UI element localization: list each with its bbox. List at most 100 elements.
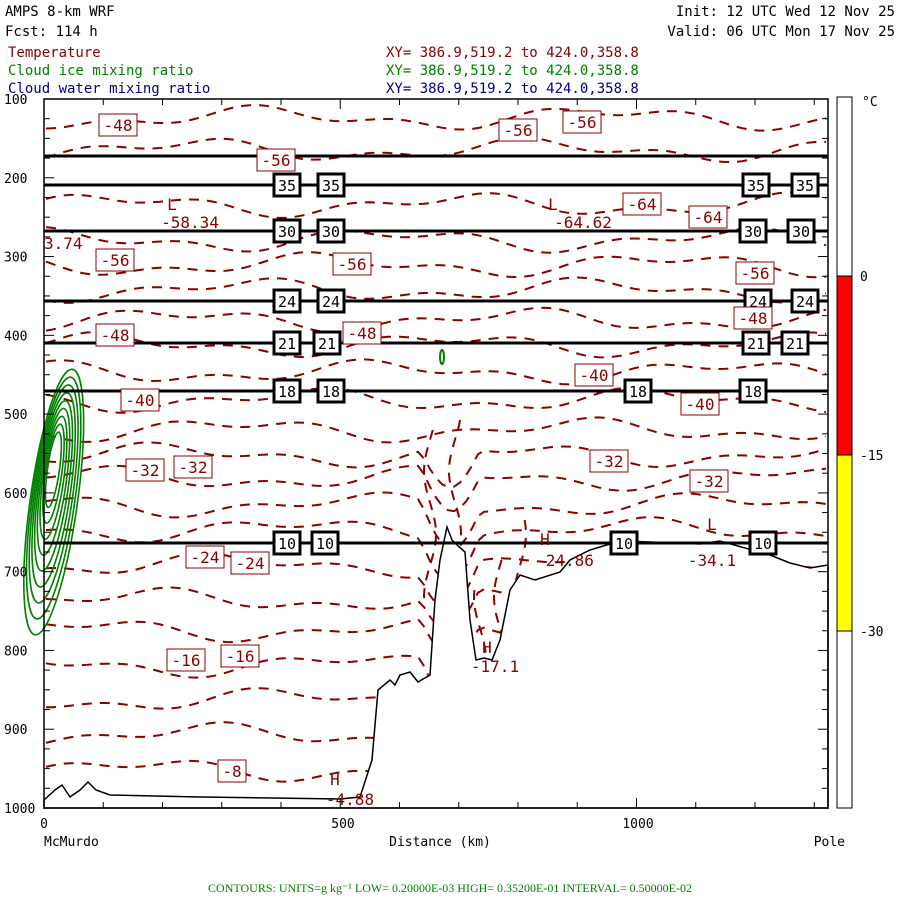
temperature-contour <box>45 416 827 444</box>
black-line-label: 18 <box>629 383 647 401</box>
temperature-label-box <box>125 458 165 482</box>
extremum-value: -58.34 <box>161 213 219 232</box>
black-line-label: 18 <box>278 383 296 401</box>
temperature-contour <box>45 756 827 807</box>
black-line-label: 30 <box>322 223 340 241</box>
x-axis-label: Distance (km) <box>389 835 491 850</box>
black-line-label-box <box>741 172 771 198</box>
black-line-label: 10 <box>278 535 296 553</box>
forecast-hour: Fcst: 114 h <box>5 24 98 40</box>
temperature-label-box <box>95 248 135 272</box>
black-line-label-box <box>272 530 302 556</box>
black-line-label-box <box>790 172 820 198</box>
temperature-label: -32 <box>595 452 624 471</box>
temperature-label: -32 <box>695 472 724 491</box>
temperature-label: -16 <box>172 651 201 670</box>
temperature-label: -40 <box>686 395 715 414</box>
extremum-type: L <box>707 515 717 534</box>
temperature-label-box <box>166 648 206 672</box>
temperature-contour <box>422 429 438 601</box>
temperature-contour <box>45 386 827 414</box>
model-title: AMPS 8-km WRF <box>5 4 115 20</box>
init-time: Init: 12 UTC Wed 12 Nov 25 <box>676 4 895 20</box>
temperature-contour <box>45 306 827 334</box>
extremum-type: H <box>482 638 492 657</box>
legend-cloud-ice: Cloud ice mixing ratio <box>8 63 193 79</box>
temperature-contour <box>45 464 827 513</box>
cloud-ice-contour <box>23 368 85 636</box>
temperature-contour <box>45 331 827 359</box>
extremum-value: -34.1 <box>688 551 736 570</box>
extremum-value: -4.88 <box>326 790 374 809</box>
temperature-label-box <box>680 392 720 416</box>
temperature-label: -64 <box>628 195 657 214</box>
temperature-label-box <box>562 110 602 134</box>
temperature-label-box <box>622 192 662 216</box>
temperature-label-box <box>185 545 225 569</box>
extremum-type: L <box>167 195 177 214</box>
temperature-label-box <box>342 321 382 345</box>
temperature-contour <box>45 516 827 583</box>
black-line-label-box <box>272 218 302 244</box>
temperature-label-box <box>498 118 538 142</box>
temperature-label-box <box>688 205 728 229</box>
x-tick-500: 500 <box>331 817 354 832</box>
colorbar-band-red <box>836 275 853 456</box>
temperature-label: -48 <box>104 116 133 135</box>
cloud-ice-contour <box>44 431 63 509</box>
black-line-label: 35 <box>278 177 296 195</box>
black-line-label-box <box>780 330 810 356</box>
temperature-label: -48 <box>348 324 377 343</box>
y-tick-400: 400 <box>4 329 27 344</box>
cloud-ice-contour <box>31 392 77 588</box>
black-line-label: 24 <box>278 293 296 311</box>
cloud-ice-contour <box>439 349 445 365</box>
contour-info-footer: CONTOURS: UNITS=g kg⁻¹ LOW= 0.20000E-03 … <box>208 881 692 895</box>
black-line-label-box <box>748 530 778 556</box>
black-line-label: 24 <box>322 293 340 311</box>
black-line-label-box <box>310 530 340 556</box>
black-line-label: 18 <box>322 383 340 401</box>
x-tick-1000: 1000 <box>622 817 653 832</box>
black-line-label: 30 <box>744 223 762 241</box>
black-line-label-box <box>738 218 768 244</box>
temperature-contour <box>45 276 827 304</box>
temperature-contour <box>45 226 827 254</box>
temperature-label: -32 <box>179 458 208 477</box>
cloud-ice-contour <box>41 423 65 525</box>
black-line-label-box <box>738 378 768 404</box>
temperature-label: -24 <box>191 548 220 567</box>
colorbar-band-yellow <box>836 454 853 632</box>
temperature-label-box <box>735 261 775 285</box>
black-line-label: 35 <box>322 177 340 195</box>
extremum-value: -64.62 <box>554 213 612 232</box>
temperature-label: -24 <box>236 554 265 573</box>
x-end-label: Pole <box>814 835 845 850</box>
legend-cloud-water: Cloud water mixing ratio <box>8 81 210 97</box>
legend-temperature-xy: XY= 386.9,519.2 to 424.0,358.8 <box>386 45 639 61</box>
extrema-labels: L-58.34L-64.62H-24.86L-34.1H-17.1H-4.88 <box>161 195 736 809</box>
cloud-ice-contour <box>36 407 71 556</box>
extremum-type: L <box>548 195 558 214</box>
legend-temperature: Temperature <box>8 45 101 61</box>
partial-extremum-label: 3.74 <box>44 234 83 253</box>
temperature-contour <box>45 104 827 132</box>
black-level-lines <box>44 154 828 545</box>
temperature-label: -56 <box>338 255 367 274</box>
colorbar: °C 0 -15 -30 <box>836 95 883 809</box>
x-start-label: McMurdo <box>44 835 99 850</box>
temperature-label: -32 <box>131 461 160 480</box>
legend-cloud-ice-xy: XY= 386.9,519.2 to 424.0,358.8 <box>386 63 639 79</box>
cloud-ice-contours <box>23 349 445 636</box>
black-line-label: 21 <box>786 335 804 353</box>
black-line-label-box <box>316 378 346 404</box>
valid-time: Valid: 06 UTC Mon 17 Nov 25 <box>667 24 895 40</box>
temperature-contour <box>472 589 487 661</box>
temperature-contour <box>447 419 463 541</box>
cloud-ice-contour <box>28 384 79 604</box>
y-tick-900: 900 <box>4 723 27 738</box>
black-line-label: 10 <box>615 535 633 553</box>
